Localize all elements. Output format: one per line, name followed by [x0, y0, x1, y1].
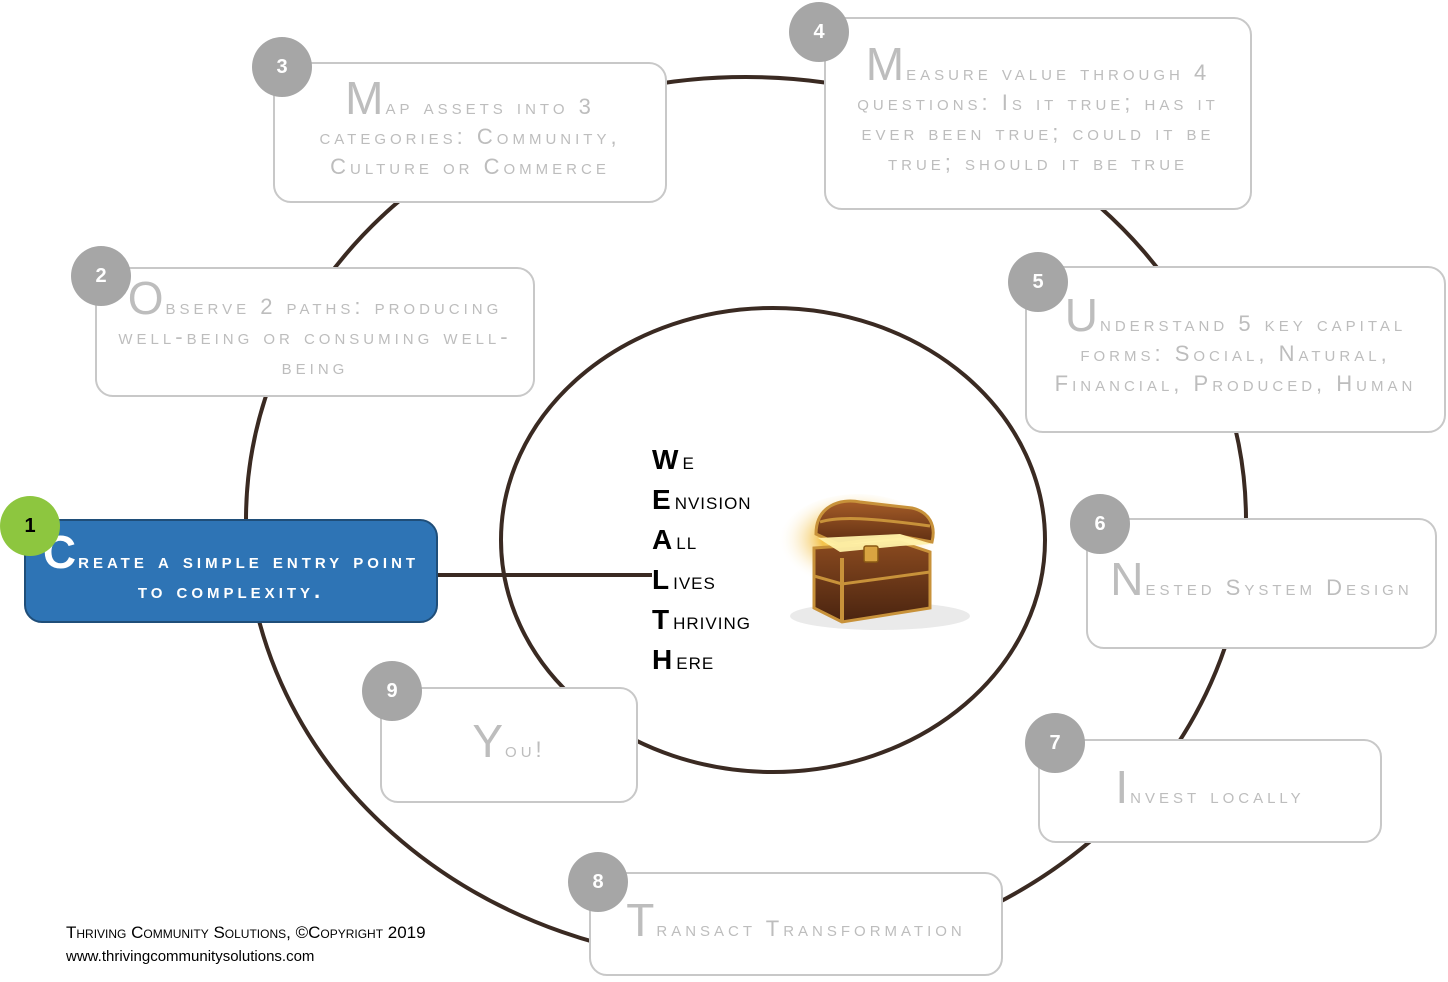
step-9-text: ou! [505, 736, 546, 762]
acronym-initial: W [652, 444, 679, 475]
step-3-box[interactable]: Map assets into 3 categories: Community,… [273, 62, 667, 203]
step-9-badge: 9 [362, 661, 422, 721]
step-2-box[interactable]: Observe 2 paths: producing well-being or… [95, 267, 535, 397]
acronym-word: ere [676, 648, 715, 675]
step-5-badge: 5 [1008, 252, 1068, 312]
step-6-text: ested System Design [1145, 575, 1413, 600]
acronym-initial: L [652, 564, 670, 595]
step-7-badge: 7 [1025, 713, 1085, 773]
step-4-box[interactable]: Measure value through 4 questions: Is it… [824, 17, 1252, 210]
acronym-word: hriving [673, 608, 751, 635]
step-5-initial: U [1064, 289, 1100, 341]
step-8-initial: T [626, 893, 657, 946]
acronym-word: ll [676, 528, 698, 555]
step-6-initial: N [1110, 553, 1146, 605]
acronym-word: e [682, 448, 695, 475]
copyright-text: Thriving Community Solutions, ©Copyright… [66, 923, 426, 942]
step-3-text: ap assets into 3 categories: Community, … [319, 94, 621, 179]
step-1-box[interactable]: Create a simple entry point to complexit… [24, 519, 438, 623]
step-8-text: ransact Transformation [656, 915, 966, 941]
inner-ring [499, 306, 1047, 774]
step-6-badge: 6 [1070, 494, 1130, 554]
step-2-initial: O [127, 271, 166, 324]
step-5-text: nderstand 5 key capital forms: Social, N… [1054, 311, 1417, 396]
acronym-word: ives [673, 568, 716, 595]
step-4-initial: M [865, 38, 907, 90]
step-6-box[interactable]: Nested System Design [1086, 518, 1437, 649]
treasure-chest-icon [780, 494, 970, 630]
step-2-text: bserve 2 paths: producing well-being or … [118, 293, 512, 379]
step-4-badge: 4 [789, 2, 849, 62]
acronym-initial: H [652, 644, 673, 675]
step-7-box[interactable]: Invest locally [1038, 739, 1382, 843]
step-5-box[interactable]: Understand 5 key capital forms: Social, … [1025, 266, 1446, 433]
step-7-text: nvest locally [1130, 782, 1305, 808]
acronym-initial: T [652, 604, 670, 635]
step-1-badge: 1 [0, 496, 60, 556]
step-2-badge: 2 [71, 246, 131, 306]
step-4-text: easure value through 4 questions: Is it … [857, 60, 1219, 175]
step-8-box[interactable]: Transact Transformation [589, 872, 1003, 976]
acronym-word: nvision [674, 488, 752, 515]
step-7-initial: I [1115, 760, 1131, 813]
step-3-initial: M [345, 72, 386, 124]
step-1-text: reate a simple entry point to complexity… [78, 547, 420, 603]
step-8-badge: 8 [568, 852, 628, 912]
footer: Thriving Community Solutions, ©Copyright… [66, 920, 426, 968]
step-3-badge: 3 [252, 37, 312, 97]
acronym-initial: A [652, 524, 673, 555]
step-9-initial: Y [472, 714, 506, 767]
acronym-initial: E [652, 484, 671, 515]
website-link[interactable]: www.thrivingcommunitysolutions.com [66, 948, 315, 965]
step-9-box[interactable]: You! [380, 687, 638, 803]
